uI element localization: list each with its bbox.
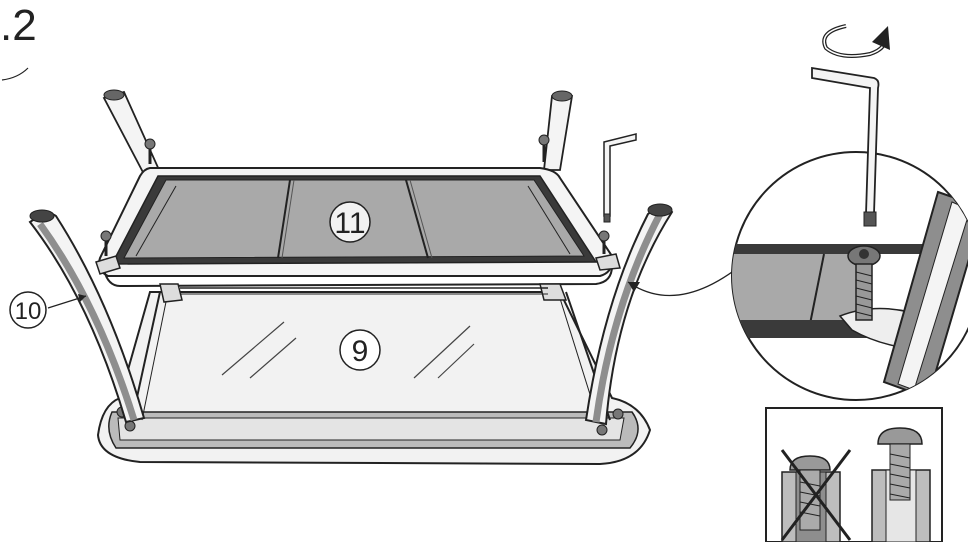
allen-key-icon: [603, 133, 637, 223]
svg-text:11: 11: [334, 207, 365, 240]
detail-zoom: [731, 151, 968, 401]
screw-icon: [847, 245, 881, 321]
callout-frame: 11: [329, 201, 371, 243]
glass-reflection: [249, 337, 297, 379]
rotate-arrow-icon: [822, 24, 890, 58]
step-swoosh: [1, 67, 29, 81]
allen-key-icon: [811, 66, 880, 227]
svg-text:10: 10: [15, 298, 42, 325]
callout-leg: 10: [9, 291, 87, 329]
cross-out-icon: [780, 449, 852, 541]
svg-text:9: 9: [352, 335, 369, 368]
step-number: .2: [0, 1, 37, 50]
glass-reflection: [413, 325, 471, 379]
back-leg-left: [102, 89, 162, 180]
glass-reflection: [221, 321, 285, 376]
screw-head: [612, 408, 624, 420]
back-leg-right: [542, 90, 574, 171]
front-leg-left: [28, 209, 146, 424]
glass-table-top: [96, 291, 652, 466]
frame-screws: [100, 134, 610, 256]
front-leg-right: [584, 203, 674, 426]
callout-glass: 9: [339, 329, 381, 371]
glass-reflection: [437, 343, 475, 379]
screw-comparison-inset: [765, 407, 943, 542]
screw-head: [596, 424, 608, 436]
